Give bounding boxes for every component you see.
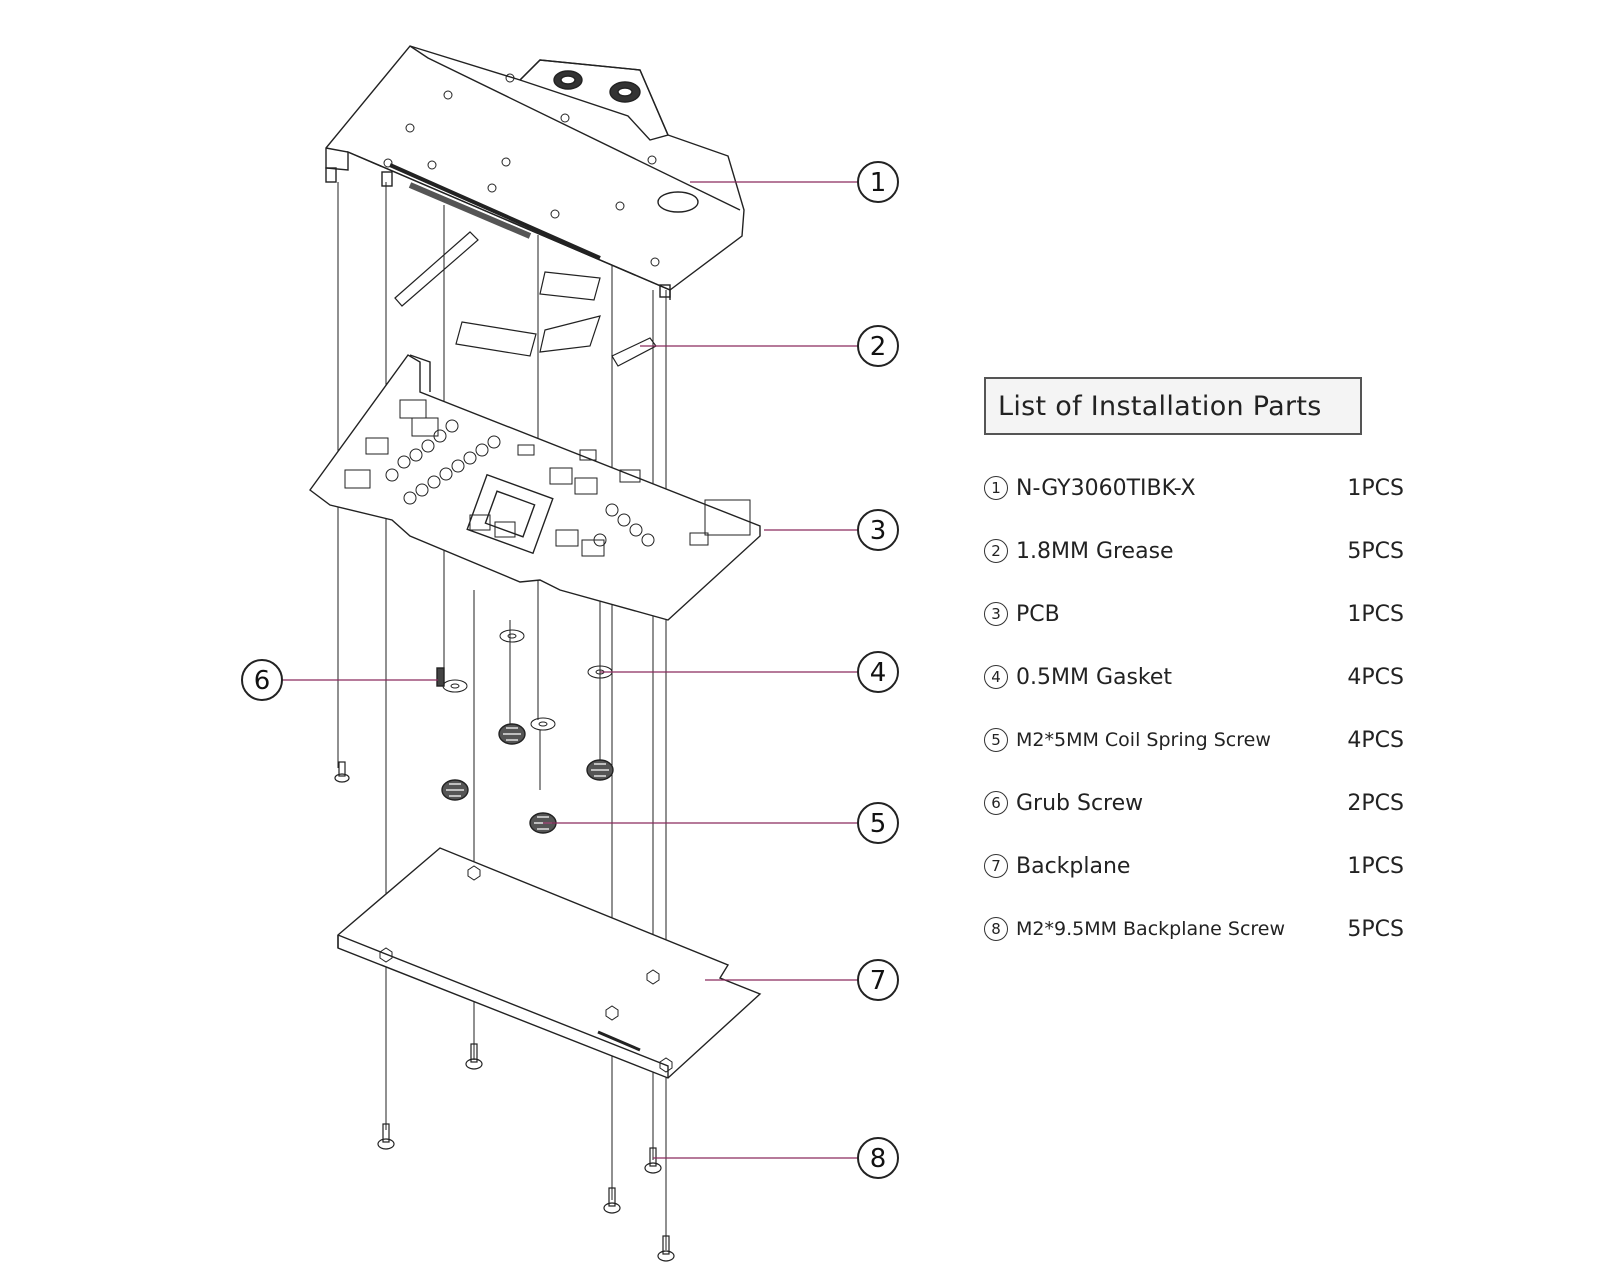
pcb: [309, 354, 761, 621]
alignment-lines: [337, 182, 667, 1250]
svg-text:7: 7: [870, 966, 887, 996]
callout-3: 3: [857, 509, 899, 551]
item-number: 2: [984, 539, 1008, 563]
gaskets: [442, 629, 613, 731]
list-item: 5 M2*5MM Coil Spring Screw 4PCS: [984, 720, 1404, 760]
coil-spring-screws: [441, 723, 614, 834]
item-quantity: 2PCS: [1347, 790, 1404, 816]
item-number: 4: [984, 665, 1008, 689]
water-block: [325, 45, 745, 300]
callout-6: 6: [241, 659, 283, 701]
item-name: PCB: [1016, 601, 1060, 627]
item-number: 1: [984, 476, 1008, 500]
svg-text:6: 6: [254, 666, 271, 696]
list-item: 6 Grub Screw 2PCS: [984, 783, 1404, 823]
item-number: 7: [984, 854, 1008, 878]
callout-5: 5: [857, 802, 899, 844]
callout-7: 7: [857, 959, 899, 1001]
list-item: 8 M2*9.5MM Backplane Screw 5PCS: [984, 909, 1404, 949]
grub-screw: [436, 667, 445, 687]
list-item: 3 PCB 1PCS: [984, 594, 1404, 634]
parts-list-title-box: List of Installation Parts: [984, 377, 1362, 435]
item-number: 3: [984, 602, 1008, 626]
svg-text:3: 3: [870, 516, 887, 546]
item-name: M2*9.5MM Backplane Screw: [1016, 918, 1286, 940]
item-quantity: 5PCS: [1347, 916, 1404, 942]
item-name: N-GY3060TIBK-X: [1016, 475, 1196, 501]
item-quantity: 1PCS: [1347, 475, 1404, 501]
backplane: [337, 847, 762, 1079]
svg-text:8: 8: [870, 1144, 887, 1174]
list-item: 7 Backplane 1PCS: [984, 846, 1404, 886]
callout-8: 8: [857, 1137, 899, 1179]
item-number: 5: [984, 728, 1008, 752]
list-item: 4 0.5MM Gasket 4PCS: [984, 657, 1404, 697]
item-quantity: 1PCS: [1347, 853, 1404, 879]
item-quantity: 4PCS: [1347, 727, 1404, 753]
item-quantity: 1PCS: [1347, 601, 1404, 627]
list-item: 1 N-GY3060TIBK-X 1PCS: [984, 468, 1404, 508]
svg-text:2: 2: [870, 332, 887, 362]
callout-4: 4: [857, 651, 899, 693]
callout-1: 1: [857, 161, 899, 203]
leader-lines: [282, 181, 858, 1159]
parts-list-title: List of Installation Parts: [998, 390, 1322, 422]
item-name: 1.8MM Grease: [1016, 538, 1174, 564]
item-number: 6: [984, 791, 1008, 815]
callout-2: 2: [857, 325, 899, 367]
svg-text:1: 1: [870, 168, 887, 198]
item-name: M2*5MM Coil Spring Screw: [1016, 729, 1271, 751]
item-name: 0.5MM Gasket: [1016, 664, 1173, 690]
svg-text:4: 4: [870, 658, 887, 688]
list-item: 2 1.8MM Grease 5PCS: [984, 531, 1404, 571]
item-quantity: 4PCS: [1347, 664, 1404, 690]
item-name: Backplane: [1016, 853, 1131, 879]
item-name: Grub Screw: [1016, 790, 1144, 816]
backplane-screws: [334, 761, 675, 1262]
item-quantity: 5PCS: [1347, 538, 1404, 564]
item-number: 8: [984, 917, 1008, 941]
svg-text:5: 5: [870, 809, 887, 839]
